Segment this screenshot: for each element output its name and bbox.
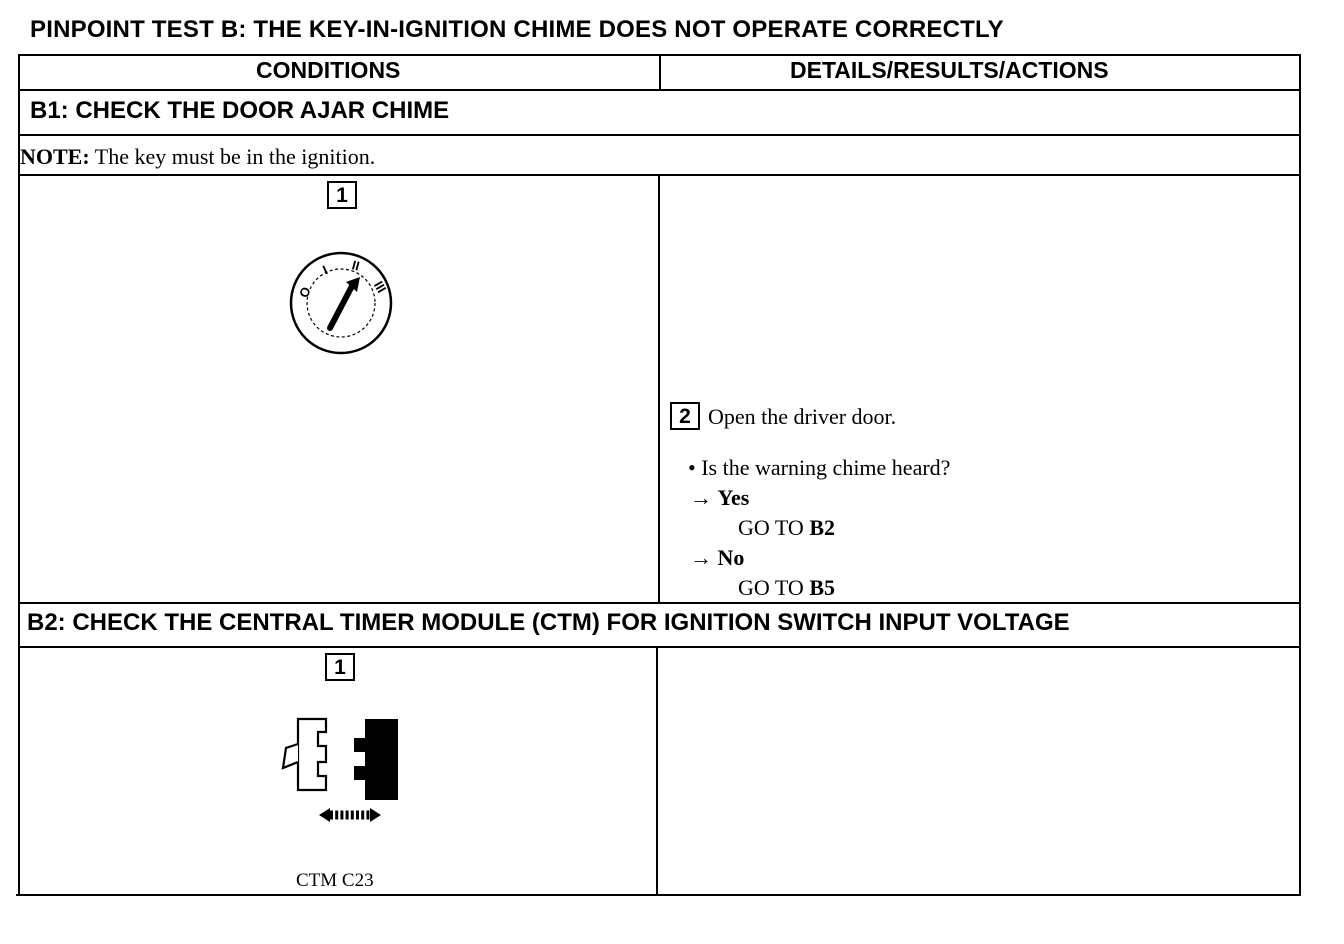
ignition-key-arrowhead: [346, 277, 360, 292]
b2-heading-divider: [18, 646, 1301, 648]
no-label: No: [717, 545, 745, 570]
table-left-border: [18, 54, 20, 896]
ignition-position-0: O: [296, 285, 314, 300]
column-header-conditions: CONDITIONS: [256, 57, 401, 83]
yes-goto-prefix: GO TO: [738, 515, 810, 540]
yes-arrow: →: [690, 485, 712, 510]
page-title: PINPOINT TEST B: THE KEY-IN-IGNITION CHI…: [30, 16, 1004, 43]
b1-heading: B1: CHECK THE DOOR AJAR CHIME: [30, 97, 450, 124]
b1-yes-goto: GO TO B2: [738, 515, 835, 541]
b1-yes-line: → Yes: [690, 485, 749, 511]
b1-step-1-box: 1: [327, 181, 357, 209]
arrow-left-head: [319, 808, 330, 822]
ignition-switch-icon: O I II III: [289, 251, 393, 355]
arrow-right-head: [370, 808, 381, 822]
b1-no-line: → No: [690, 545, 744, 571]
b1-step-2-box: 2: [670, 402, 700, 430]
no-goto-prefix: GO TO: [738, 575, 810, 600]
note: NOTE: The key must be in the ignition.: [20, 144, 375, 170]
no-arrow: →: [690, 545, 712, 570]
yes-label: Yes: [717, 485, 750, 510]
b1-no-goto: GO TO B5: [738, 575, 835, 601]
column-header-details: DETAILS/RESULTS/ACTIONS: [790, 57, 1109, 83]
connector-right-half: [354, 719, 398, 800]
connector-disconnect-icon: [281, 717, 398, 822]
connector-left-half: [296, 717, 328, 792]
connector-caption: CTM C23: [296, 870, 374, 891]
ignition-position-2: II: [350, 257, 361, 273]
b1-heading-divider: [18, 134, 1301, 136]
ignition-position-1: I: [320, 262, 330, 277]
connector-lock-tab: [281, 742, 299, 770]
column-divider-b2: [656, 646, 658, 896]
no-goto-target[interactable]: B5: [809, 575, 835, 600]
note-text: The key must be in the ignition.: [89, 144, 376, 169]
b1-question: • Is the warning chime heard?: [688, 455, 951, 480]
b2-step-1-box: 1: [325, 653, 355, 681]
table-header-divider: [18, 89, 1301, 91]
yes-goto-target[interactable]: B2: [809, 515, 835, 540]
table-right-border: [1299, 54, 1301, 896]
ignition-key-slot: [327, 283, 355, 331]
column-divider-b1: [658, 174, 660, 604]
b1-step-2-text: Open the driver door.: [708, 404, 897, 429]
b2-heading: B2: CHECK THE CENTRAL TIMER MODULE (CTM)…: [27, 609, 1070, 636]
column-divider-header: [659, 54, 661, 90]
ignition-inner-ring: [306, 268, 376, 338]
note-label: NOTE:: [20, 144, 90, 169]
